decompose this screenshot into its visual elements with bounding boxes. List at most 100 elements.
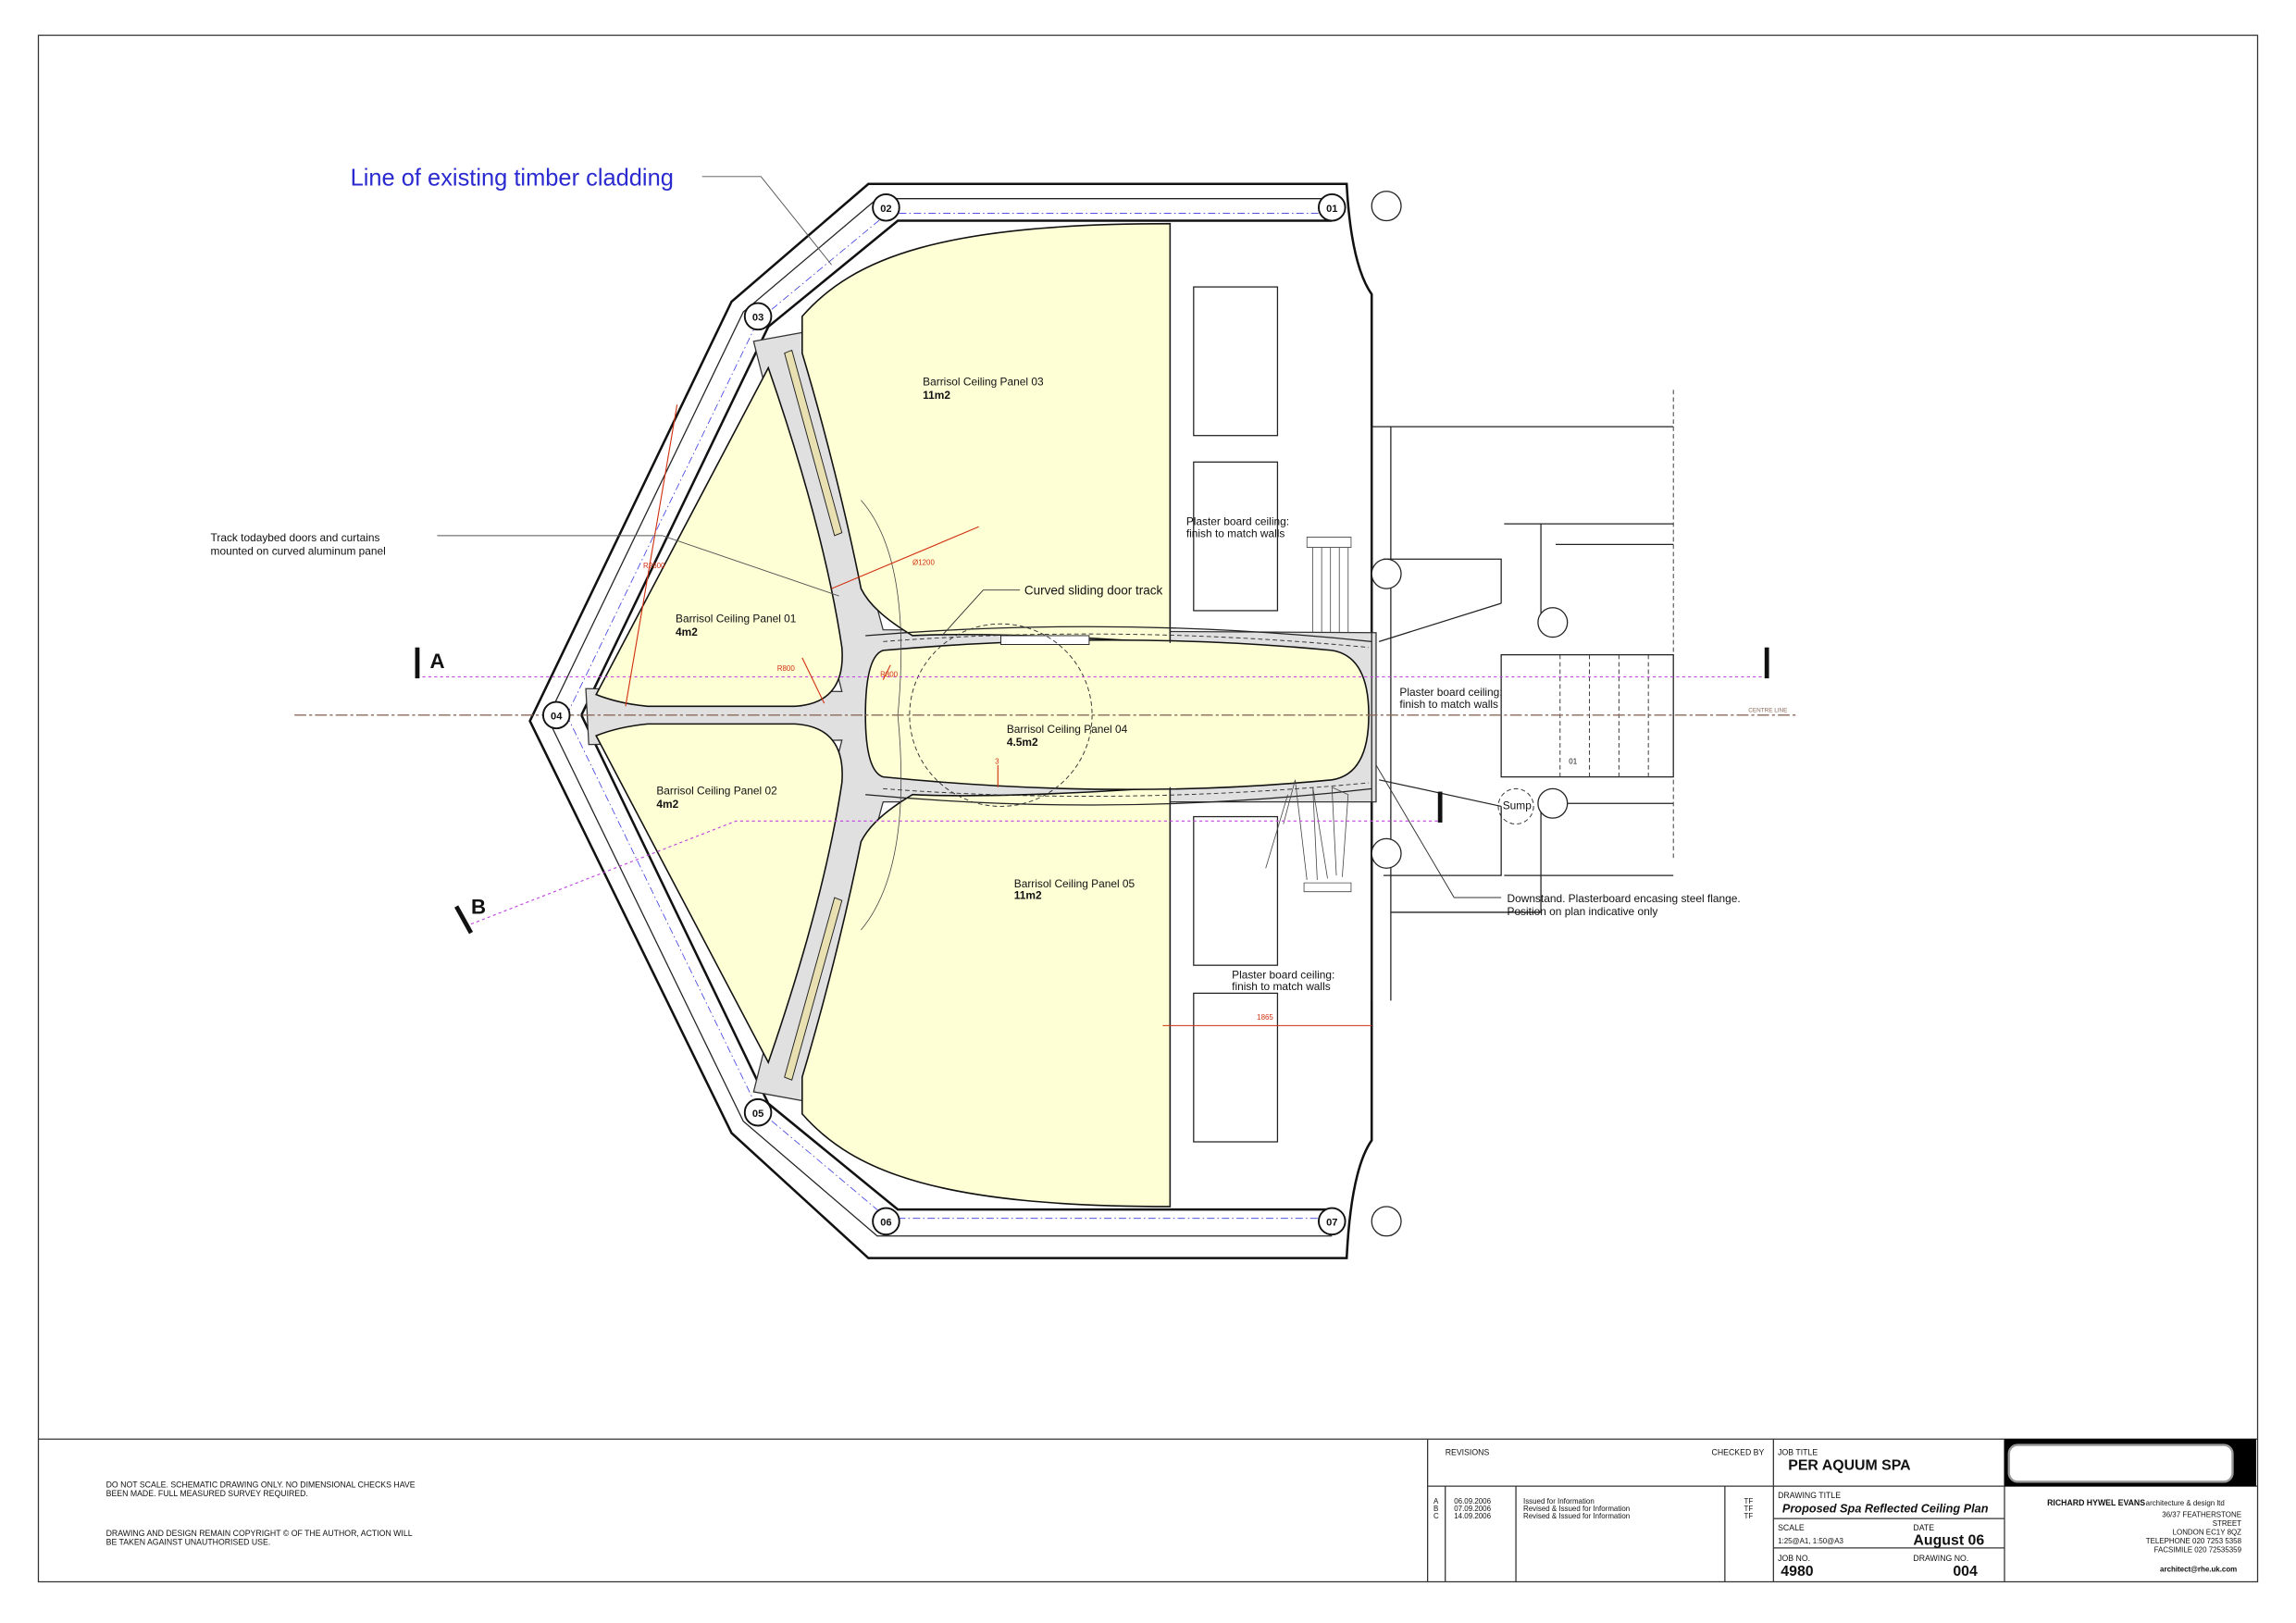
scale-value: 1:25@A1, 1:50@A3 <box>1778 1537 1843 1545</box>
room-fixture <box>1193 286 1279 437</box>
ceiling-panel-04 <box>864 638 1370 790</box>
track-note-line1: Track todaybed doors and curtains <box>211 531 380 544</box>
section-b-marker-right <box>1437 791 1443 823</box>
stair-upper <box>1306 537 1352 633</box>
note-scale-1: DO NOT SCALE. SCHEMATIC DRAWING ONLY. NO… <box>106 1481 416 1490</box>
svg-text:14.09.2006: 14.09.2006 <box>1454 1512 1491 1520</box>
timber-cladding-label: Line of existing timber cladding <box>351 165 674 191</box>
curved-aluminum-panel <box>784 349 843 1081</box>
sump-circle <box>1497 787 1534 824</box>
svg-text:FACSIMILE 020 72535359: FACSIMILE 020 72535359 <box>2154 1546 2242 1555</box>
section-b-label: B <box>471 896 486 919</box>
note-scale-2: BEEN MADE. FULL MEASURED SURVEY REQUIRED… <box>106 1489 308 1498</box>
step-label: 01 <box>1569 757 1577 765</box>
panel-01-name: Barrisol Ceiling Panel 01 <box>676 613 797 626</box>
panel-02-area: 4m2 <box>656 798 678 811</box>
dimension-r2600: R2600 <box>643 562 665 570</box>
panel-01-area: 4m2 <box>676 626 698 638</box>
ceiling-panel-03 <box>801 222 1172 644</box>
dimension-lines <box>625 404 1372 1026</box>
column-label: 05 <box>752 1109 763 1120</box>
svg-text:STREET: STREET <box>2213 1519 2241 1528</box>
drawing-title: Proposed Spa Reflected Ceiling Plan <box>1782 1502 1989 1516</box>
column-label: 02 <box>880 204 891 215</box>
svg-text:B: B <box>1433 1505 1438 1513</box>
sliding-track-label: Curved sliding door track <box>1024 583 1163 597</box>
svg-text:06.09.2006: 06.09.2006 <box>1454 1497 1491 1505</box>
downstand-note-line1: Downstand. Plasterboard encasing steel f… <box>1508 892 1741 905</box>
section-b-marker <box>454 905 474 935</box>
timber-cladding-line <box>566 213 1333 1220</box>
sliding-door <box>1000 635 1090 645</box>
scale-label: SCALE <box>1778 1523 1805 1532</box>
svg-text:TELEPHONE 020 7253 5358: TELEPHONE 020 7253 5358 <box>2146 1537 2242 1545</box>
room-fixture <box>1193 815 1279 966</box>
entrance-lobby <box>1378 558 1502 876</box>
svg-text:Revised & Issued for Informati: Revised & Issued for Information <box>1523 1512 1630 1520</box>
section-a-label: A <box>429 650 444 673</box>
date-value: August 06 <box>1913 1533 1984 1549</box>
svg-text:TF: TF <box>1744 1512 1754 1520</box>
room-fixture <box>1193 992 1279 1143</box>
plasterboard-note-1: Plaster board ceiling: <box>1186 515 1289 528</box>
dimension-3: 3 <box>995 757 999 765</box>
svg-text:A: A <box>1433 1497 1439 1505</box>
plasterboard-note-1b: finish to match walls <box>1186 527 1285 539</box>
column-label: 03 <box>752 313 763 324</box>
svg-text:07.09.2006: 07.09.2006 <box>1454 1505 1491 1513</box>
external-structure <box>1371 426 1674 1001</box>
svg-text:LONDON EC1Y 8QZ: LONDON EC1Y 8QZ <box>2173 1529 2242 1537</box>
sliding-track-leader <box>941 589 1021 637</box>
drawing-no-label: DRAWING NO. <box>1913 1554 1968 1563</box>
cladding-line-top <box>547 198 1333 719</box>
timber-cladding-leader <box>701 176 832 266</box>
logo-panel <box>2007 1443 2234 1483</box>
downstand-note-line2: Position on plan indicative only <box>1508 905 1658 918</box>
column-markers: 01 02 03 04 05 06 07 <box>541 192 1347 1236</box>
ceiling-panel-05 <box>801 786 1172 1208</box>
plasterboard-note-2: Plaster board ceiling: <box>1399 686 1502 699</box>
plasterboard-note-2b: finish to match walls <box>1399 698 1498 711</box>
door-swing-circle <box>909 623 1093 807</box>
date-label: DATE <box>1913 1523 1934 1532</box>
revisions-label: REVISIONS <box>1446 1448 1490 1457</box>
inner-wall <box>580 219 1333 1211</box>
stair-lower <box>1265 779 1352 893</box>
room-fixture <box>1193 461 1279 612</box>
ceiling-panel-01 <box>595 365 843 708</box>
svg-text:Issued for Information: Issued for Information <box>1523 1497 1595 1505</box>
svg-text:36/37 FEATHERSTONE: 36/37 FEATHERSTONE <box>2162 1511 2241 1519</box>
general-notes: DO NOT SCALE. SCHEMATIC DRAWING ONLY. NO… <box>106 1481 416 1547</box>
section-a-marker-right <box>1764 647 1769 679</box>
plasterboard-note-3b: finish to match walls <box>1232 980 1331 993</box>
job-no-label: JOB NO. <box>1778 1554 1810 1563</box>
sheet-border <box>37 34 2259 1583</box>
job-title: PER AQUUM SPA <box>1788 1458 1911 1474</box>
dimension-r800: R800 <box>777 664 796 673</box>
column-label: 07 <box>1326 1218 1337 1229</box>
door-track-curves <box>865 626 1372 806</box>
floor-plan: Sump 01 CENTRE LINE A B R2600 R800 R300 … <box>211 165 1796 1259</box>
column-label: 06 <box>880 1218 891 1229</box>
centre-line-label: CENTRE LINE <box>1748 708 1787 714</box>
sump-label: Sump <box>1503 799 1532 812</box>
track-note-line2: mounted on curved aluminum panel <box>211 545 386 558</box>
drawing-title-label: DRAWING TITLE <box>1778 1491 1841 1500</box>
dimension-d1200: Ø1200 <box>912 559 935 567</box>
panel-05-area: 11m2 <box>1014 889 1042 902</box>
panel-03-name: Barrisol Ceiling Panel 03 <box>923 376 1044 389</box>
job-no: 4980 <box>1781 1564 1814 1580</box>
column-label: 04 <box>551 712 563 723</box>
job-title-label: JOB TITLE <box>1778 1448 1818 1457</box>
ceiling-panel-02 <box>595 723 843 1065</box>
firm-address: 36/37 FEATHERSTONE STREET LONDON EC1Y 8Q… <box>2146 1511 2242 1555</box>
svg-text:C: C <box>1433 1512 1439 1520</box>
column-label: 01 <box>1326 204 1337 215</box>
sliding-door-track <box>883 633 1370 798</box>
panel-04-area: 4.5m2 <box>1007 736 1038 749</box>
drawing-no: 004 <box>1953 1564 1978 1580</box>
steps-dashed <box>1559 390 1674 861</box>
panel-04-name: Barrisol Ceiling Panel 04 <box>1007 723 1128 736</box>
